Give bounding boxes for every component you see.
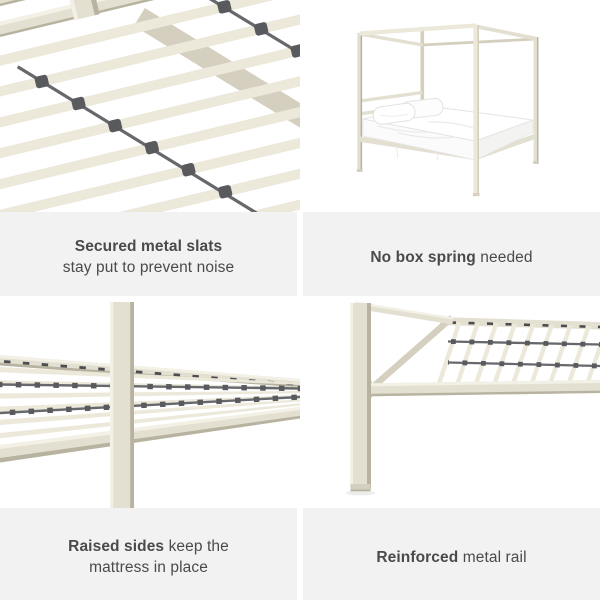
bed-post-back-left xyxy=(420,29,425,115)
caption-regular-text: keep the xyxy=(164,538,229,555)
metal-slats xyxy=(0,0,300,212)
panel-reinforced-rail: Reinforced metal rail xyxy=(300,296,600,600)
floor-shadow xyxy=(345,490,376,496)
corner-brace xyxy=(363,315,455,396)
metal-slats-closeup-illustration xyxy=(0,0,300,212)
canopy-rail-front xyxy=(359,23,477,36)
panel-raised-sides: Raised sides keep the mattress in place xyxy=(0,296,300,600)
panel-secured-slats: Secured metal slats stay put to prevent … xyxy=(0,0,300,296)
panel-no-box-spring: No box spring needed xyxy=(300,0,600,296)
caption-no-box-spring: No box spring needed xyxy=(303,212,600,296)
caption-bold-text: Raised sides xyxy=(68,538,165,555)
bed-post-front-left xyxy=(356,33,363,172)
securing-wires xyxy=(0,381,300,416)
caption-secured-slats: Secured metal slats stay put to prevent … xyxy=(0,212,297,296)
support-rail xyxy=(0,0,300,54)
far-rail xyxy=(440,317,600,330)
reinforced-metal-rail xyxy=(357,380,600,398)
caption-line1: Raised sides keep the xyxy=(68,536,229,557)
caption-raised-sides: Raised sides keep the mattress in place xyxy=(0,508,297,600)
headboard-bar xyxy=(359,90,423,103)
caption-regular-text: metal rail xyxy=(458,548,527,566)
canopy-bed-illustration xyxy=(356,23,539,197)
canopy-rail-left xyxy=(359,32,424,47)
reinforced-rail-image xyxy=(300,296,600,508)
slat-end-connectors xyxy=(449,321,600,329)
caption-bold-text: Reinforced xyxy=(376,548,459,566)
caption-line1: Secured metal slats xyxy=(75,236,223,257)
canopy-bed-image xyxy=(300,0,600,212)
top-side-rail xyxy=(354,301,454,325)
securing-wires xyxy=(447,339,600,369)
rail-bracket xyxy=(63,0,100,21)
bed-corner-slats-illustration xyxy=(0,302,300,508)
caption-line2: mattress in place xyxy=(89,559,208,576)
raised-sides-image xyxy=(0,296,300,508)
bed-post xyxy=(110,302,134,508)
bed-post-back-right xyxy=(533,37,539,164)
pillow xyxy=(372,102,416,125)
caption-line2: stay put to prevent noise xyxy=(62,259,235,276)
caption-reinforced-rail: Reinforced metal rail xyxy=(303,508,600,600)
raised-side-rail xyxy=(0,407,300,463)
caption-line1: Reinforced metal rail xyxy=(376,547,526,568)
secured-slats-image xyxy=(0,0,300,212)
securing-wire xyxy=(193,0,300,137)
metal-slats xyxy=(436,322,600,386)
caption-line1: No box spring needed xyxy=(370,247,532,268)
caption-bold-text: No box spring xyxy=(370,248,476,266)
caption-regular-text: needed xyxy=(475,248,533,266)
canopy-rail-right xyxy=(475,24,537,41)
bed-post xyxy=(350,303,371,492)
metal-rail-closeup-illustration xyxy=(345,301,600,496)
slat-clips xyxy=(34,0,300,199)
metal-slats xyxy=(0,367,300,439)
bed-post-front-right xyxy=(472,25,480,197)
caption-bold-text: Secured metal slats xyxy=(74,238,223,255)
